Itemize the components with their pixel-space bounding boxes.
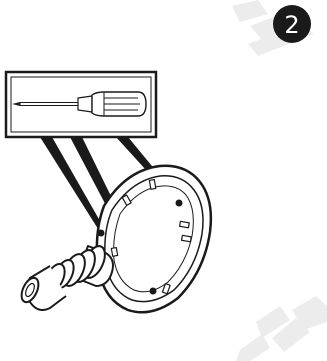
screw-left (98, 230, 104, 236)
screw-bottom (150, 288, 156, 294)
tool-callout-box (6, 72, 156, 137)
watermark-bottom-right (236, 296, 327, 361)
screw-top (176, 200, 182, 206)
pointer-to-left-screw (40, 137, 104, 232)
step-number-badge: 2 (273, 5, 311, 43)
step-number-label: 2 (284, 11, 299, 39)
round-connector-plug-icon (18, 166, 211, 312)
